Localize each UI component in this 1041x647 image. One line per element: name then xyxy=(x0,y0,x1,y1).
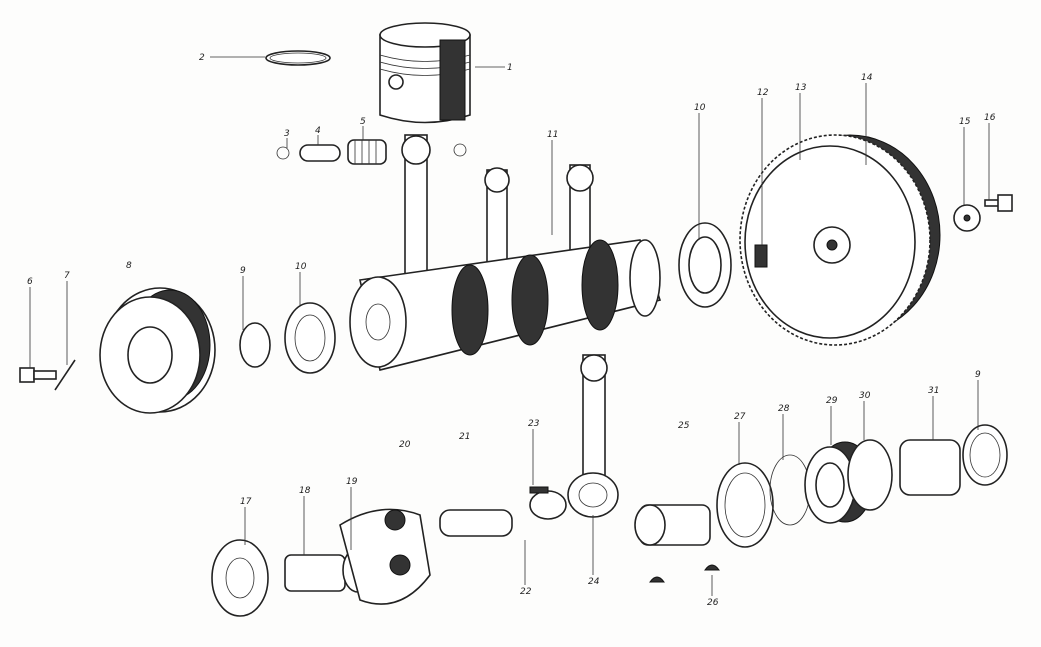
circlip-large xyxy=(769,454,811,526)
piston-ring xyxy=(265,50,331,66)
pulley xyxy=(99,287,216,414)
crank-journal xyxy=(284,554,346,592)
part-label: 5 xyxy=(360,117,366,127)
lock-plate xyxy=(54,359,76,391)
part-label: 11 xyxy=(547,130,558,140)
part-label: 3 xyxy=(284,129,290,139)
part-label: 23 xyxy=(528,419,540,429)
part-label: 4 xyxy=(315,126,321,136)
part-label: 28 xyxy=(778,404,790,414)
thrust-ring xyxy=(962,424,1008,486)
part-label: 10 xyxy=(295,262,307,272)
crank-web xyxy=(339,508,431,605)
roller xyxy=(529,486,549,494)
part-label: 25 xyxy=(678,421,690,431)
part-label: 21 xyxy=(459,432,470,442)
part-label: 16 xyxy=(984,113,996,123)
flywheel-bolt xyxy=(984,194,1013,212)
part-label: 17 xyxy=(240,497,252,507)
piston xyxy=(379,22,471,124)
key xyxy=(649,576,665,583)
part-label: 24 xyxy=(588,577,600,587)
spacer-ring xyxy=(716,462,774,548)
part-label: 13 xyxy=(795,83,807,93)
part-label: 1 xyxy=(507,63,513,73)
part-label: 26 xyxy=(707,598,719,608)
key xyxy=(704,564,720,571)
leader-lines xyxy=(29,56,990,596)
part-label: 31 xyxy=(928,386,939,396)
part-label: 9 xyxy=(240,266,246,276)
part-label: 7 xyxy=(64,271,70,281)
pulley-bolt xyxy=(19,367,57,383)
part-label: 10 xyxy=(694,103,706,113)
flywheel xyxy=(739,134,941,346)
bearing-ring xyxy=(847,439,893,511)
part-label: 22 xyxy=(520,587,532,597)
part-label: 20 xyxy=(399,440,411,450)
part-label: 8 xyxy=(126,261,132,271)
shaft-sleeve xyxy=(899,439,961,496)
part-label: 12 xyxy=(757,88,769,98)
part-label: 15 xyxy=(959,117,971,127)
part-label: 27 xyxy=(734,412,746,422)
part-label: 2 xyxy=(199,53,205,63)
crank-pin xyxy=(439,509,513,537)
output-shaft xyxy=(634,504,711,546)
piston-pin xyxy=(299,144,341,162)
oil-seal xyxy=(284,302,336,374)
ball-bearing xyxy=(211,539,269,617)
circlip xyxy=(276,146,290,160)
oil-seal xyxy=(678,222,732,308)
part-label: 6 xyxy=(27,277,33,287)
needle-bearing xyxy=(347,139,387,165)
connecting-rod xyxy=(567,354,619,518)
part-label: 19 xyxy=(346,477,358,487)
part-label: 9 xyxy=(975,370,981,380)
part-label: 29 xyxy=(826,396,838,406)
crankshaft xyxy=(349,134,662,371)
part-label: 18 xyxy=(299,486,311,496)
needle-cage xyxy=(529,490,567,520)
thrust-ring xyxy=(239,322,271,368)
part-label: 30 xyxy=(859,391,871,401)
part-label: 14 xyxy=(861,73,873,83)
circlip xyxy=(453,143,467,157)
lock-washer xyxy=(953,204,981,232)
